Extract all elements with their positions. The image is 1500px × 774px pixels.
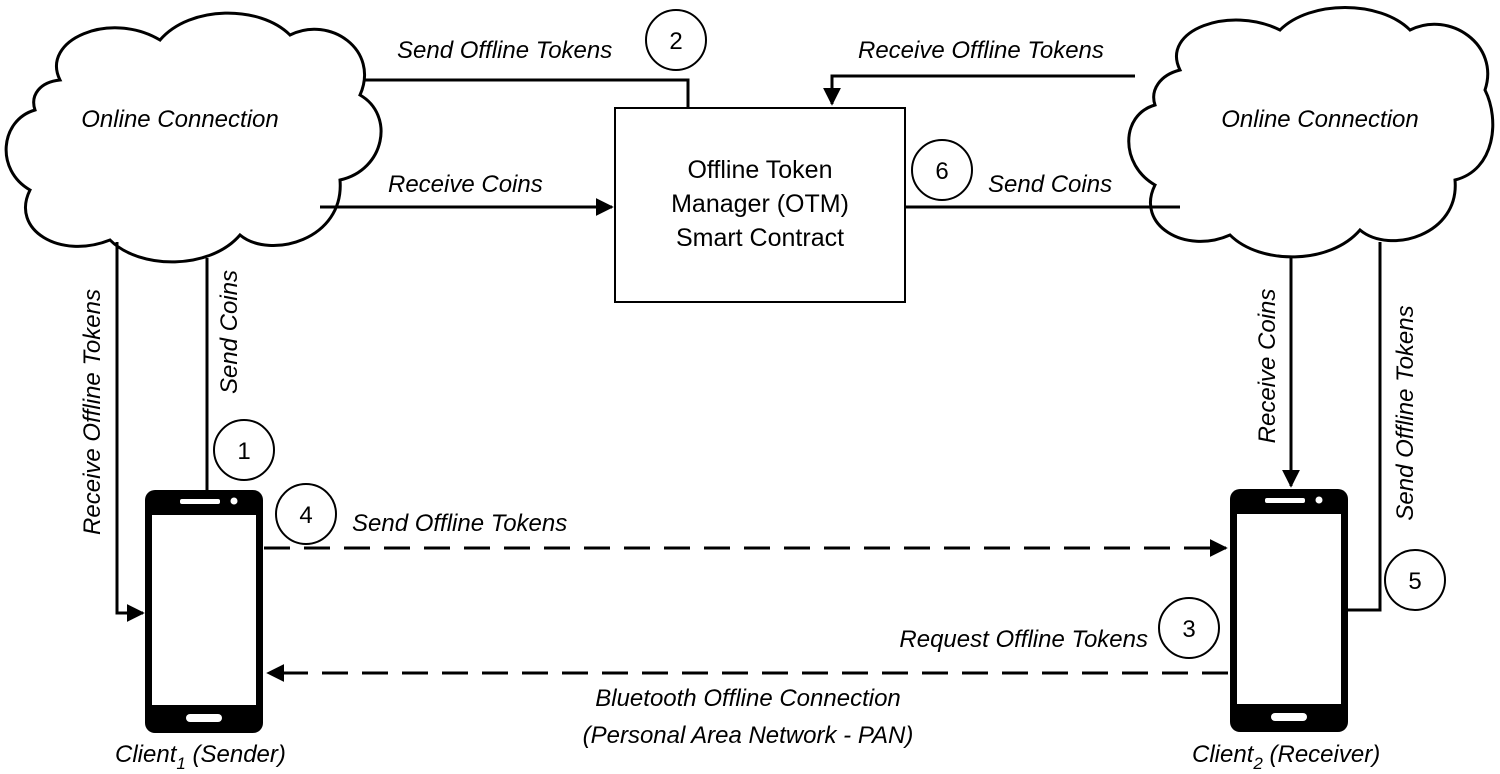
otm-line-1: Offline Token: [687, 156, 832, 184]
otm-line-3: Smart Contract: [676, 224, 844, 252]
label-bluetooth-line-2: (Personal Area Network - PAN): [583, 722, 914, 749]
step-4-badge: 4: [275, 483, 337, 545]
label-receive-coins-top: Receive Coins: [388, 171, 543, 198]
left-cloud-label: Online Connection: [81, 106, 278, 133]
step-2-badge: 2: [645, 9, 707, 71]
label-bluetooth-line-1: Bluetooth Offline Connection: [595, 685, 901, 712]
edge-receive-offline-tokens-left: [115, 242, 145, 622]
label-receive-offline-tokens-top: Receive Offline Tokens: [858, 37, 1104, 64]
client-sender-label: Client1 (Sender): [115, 741, 286, 773]
label-send-coins-top: Send Coins: [988, 171, 1112, 198]
edge-receive-offline-tokens-top: [823, 74, 1135, 106]
svg-text:1: 1: [237, 438, 250, 465]
cloud-icon: [4, 11, 383, 264]
edge-send-offline-tokens-right: [1348, 242, 1382, 612]
label-request-offline-tokens: Request Offline Tokens: [899, 626, 1148, 653]
label-send-offline-tokens-bluetooth: Send Offline Tokens: [352, 510, 567, 537]
receiver-phone: [1230, 489, 1348, 732]
label-send-offline-tokens-right: Send Offline Tokens: [1392, 305, 1419, 520]
step-6-badge: 6: [911, 139, 973, 201]
svg-text:6: 6: [935, 158, 948, 185]
otm-line-2: Manager (OTM): [671, 190, 849, 218]
right-online-cloud: Online Connection: [1127, 6, 1495, 259]
step-3-badge: 3: [1158, 597, 1220, 659]
svg-text:3: 3: [1182, 616, 1195, 643]
step-5-badge: 5: [1384, 549, 1446, 611]
svg-text:2: 2: [669, 28, 682, 55]
label-send-offline-tokens-top: Send Offline Tokens: [397, 37, 612, 64]
sender-phone: [145, 490, 263, 733]
svg-text:5: 5: [1408, 568, 1421, 595]
client-receiver-label: Client2 (Receiver): [1192, 741, 1380, 773]
label-receive-offline-tokens-left: Receive Offline Tokens: [79, 289, 106, 535]
step-1-badge: 1: [213, 419, 275, 481]
edge-send-offline-tokens-top: [365, 78, 690, 108]
otm-smart-contract-box: Offline Token Manager (OTM) Smart Contra…: [614, 107, 906, 303]
cloud-icon: [1127, 6, 1495, 259]
svg-text:4: 4: [299, 502, 312, 529]
label-send-coins-left: Send Coins: [216, 270, 243, 394]
label-receive-coins-right: Receive Coins: [1254, 289, 1281, 444]
left-online-cloud: Online Connection: [4, 11, 383, 264]
right-cloud-label: Online Connection: [1221, 106, 1418, 133]
